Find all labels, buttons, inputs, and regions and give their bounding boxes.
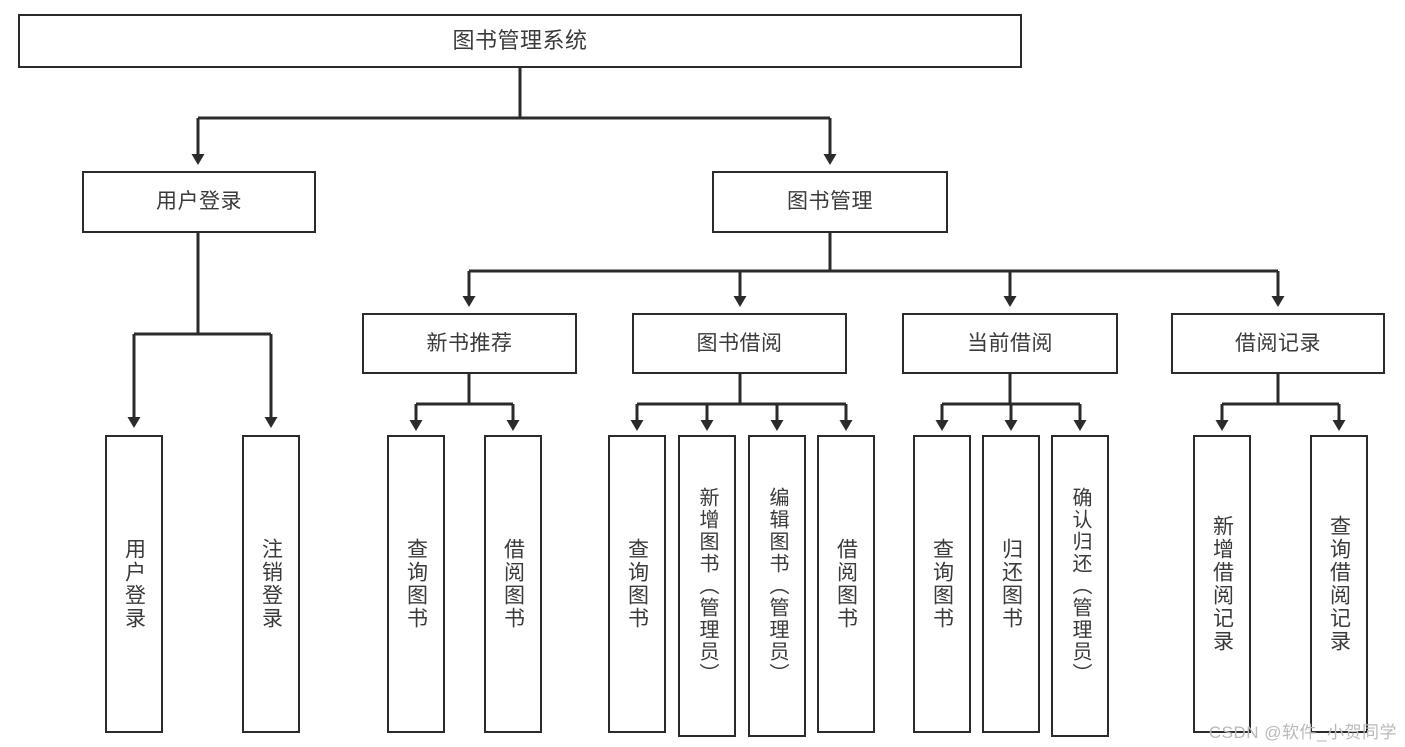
node-leaf-logout-login[interactable]: 注销登录 (242, 435, 300, 733)
node-book-manage[interactable]: 图书管理 (712, 171, 948, 233)
csdn-watermark: CSDN @软件_小贺同学 (1208, 723, 1397, 742)
node-leaf-add-record-label: 新增借阅记录 (1210, 515, 1234, 653)
node-book-borrow-label: 图书借阅 (696, 331, 783, 355)
node-leaf-query-record-label: 查询借阅记录 (1327, 515, 1351, 653)
node-leaf-return-book-label: 归还图书 (999, 538, 1023, 630)
node-new-book-recommend-label: 新书推荐 (426, 331, 513, 355)
node-leaf-borrow-book-2[interactable]: 借阅图书 (817, 435, 875, 733)
node-leaf-query-book-3[interactable]: 查询图书 (913, 435, 971, 733)
node-leaf-borrow-book-1-label: 借阅图书 (501, 538, 525, 630)
node-leaf-logout-login-label: 注销登录 (259, 538, 283, 630)
node-leaf-query-book-2[interactable]: 查询图书 (608, 435, 666, 733)
node-leaf-query-record[interactable]: 查询借阅记录 (1310, 435, 1368, 733)
node-current-borrow-label: 当前借阅 (967, 331, 1053, 355)
node-leaf-query-book-1-label: 查询图书 (404, 538, 428, 630)
node-leaf-query-book-2-label: 查询图书 (625, 538, 649, 630)
node-leaf-edit-book[interactable]: 编辑图书（管理员） (748, 435, 806, 737)
node-current-borrow[interactable]: 当前借阅 (902, 313, 1118, 374)
node-leaf-confirm-return[interactable]: 确认归还（管理员） (1051, 435, 1109, 737)
node-user-login-label: 用户登录 (156, 190, 242, 214)
node-borrow-record[interactable]: 借阅记录 (1171, 313, 1385, 374)
node-book-manage-label: 图书管理 (787, 190, 873, 214)
node-root-system-label: 图书管理系统 (452, 27, 588, 53)
node-leaf-edit-book-label: 编辑图书（管理员） (766, 487, 788, 685)
node-leaf-add-book[interactable]: 新增图书（管理员） (678, 435, 736, 737)
node-leaf-borrow-book-1[interactable]: 借阅图书 (484, 435, 542, 733)
node-leaf-borrow-book-2-label: 借阅图书 (834, 538, 858, 630)
node-leaf-query-book-3-label: 查询图书 (930, 538, 954, 630)
node-new-book-recommend[interactable]: 新书推荐 (362, 313, 577, 374)
node-leaf-confirm-return-label: 确认归还（管理员） (1069, 487, 1091, 685)
node-leaf-return-book[interactable]: 归还图书 (982, 435, 1040, 733)
node-leaf-add-book-label: 新增图书（管理员） (696, 487, 718, 685)
node-root-system[interactable]: 图书管理系统 (18, 14, 1022, 68)
node-borrow-record-label: 借阅记录 (1235, 331, 1321, 355)
node-leaf-user-login-label: 用户登录 (122, 538, 146, 630)
node-user-login[interactable]: 用户登录 (82, 171, 316, 233)
node-leaf-add-record[interactable]: 新增借阅记录 (1193, 435, 1251, 733)
node-leaf-query-book-1[interactable]: 查询图书 (387, 435, 445, 733)
node-leaf-user-login[interactable]: 用户登录 (105, 435, 163, 733)
node-book-borrow[interactable]: 图书借阅 (632, 313, 847, 374)
